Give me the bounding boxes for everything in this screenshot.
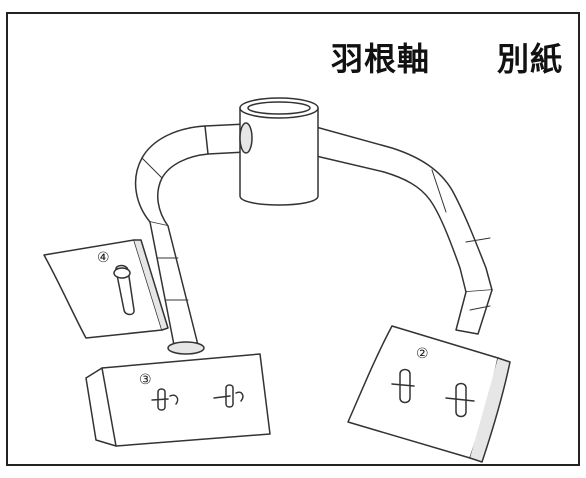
blade-plate-3 xyxy=(85,353,271,447)
blade-plate-4 xyxy=(43,239,169,339)
right-arm-tube xyxy=(315,126,493,335)
blade-plate-2 xyxy=(347,325,511,463)
diagram-subtitle: 別紙 xyxy=(497,40,564,78)
central-hub xyxy=(239,97,319,206)
callout-3: ③ xyxy=(139,372,152,388)
diagram-title: 羽根軸 xyxy=(331,40,431,78)
callout-4: ④ xyxy=(97,250,110,266)
callout-2: ② xyxy=(416,346,429,362)
left-arm-tube xyxy=(134,123,247,355)
